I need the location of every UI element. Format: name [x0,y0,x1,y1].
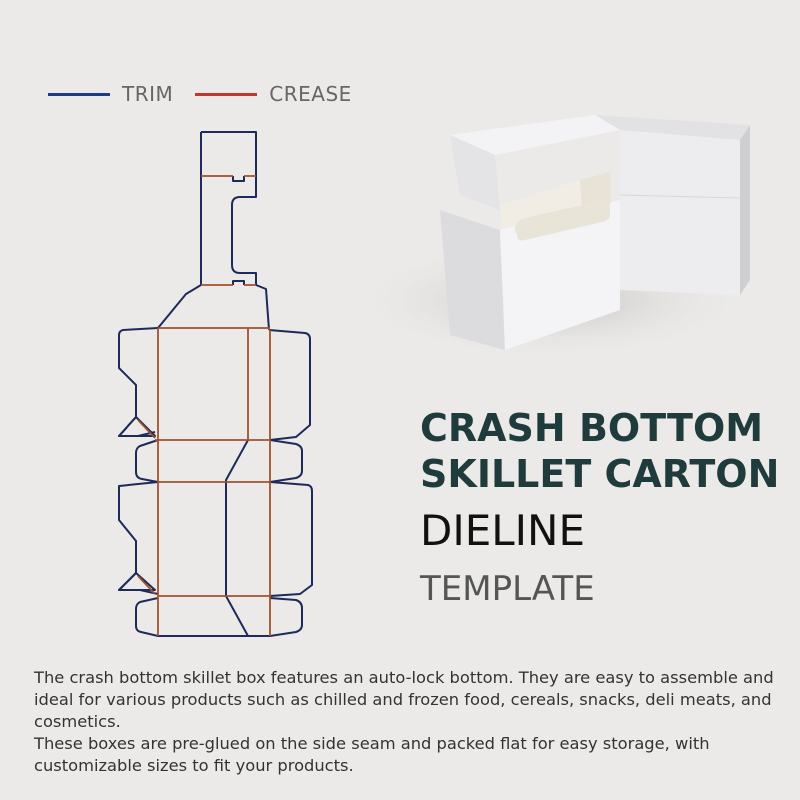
crease-top-row [158,327,270,330]
description: The crash bottom skillet box features an… [34,667,784,777]
crease-lines [137,175,271,636]
title-line-1: CRASH BOTTOM [420,406,764,450]
legend-item-crease: CREASE [195,82,352,106]
legend-item-trim: TRIM [48,82,173,106]
left-glue-triangle-upper [118,416,156,437]
middle-right-trim [269,439,313,597]
shoulder-right-trim [255,284,270,331]
legend: TRIM CREASE [48,82,374,106]
crash-lock-diagonal-trim [225,439,249,637]
trim-line-swatch [48,92,110,96]
right-flap-upper-trim [268,329,311,441]
open-box [440,115,620,350]
crease-line-swatch [195,92,258,96]
description-paragraph-2: These boxes are pre-glued on the side se… [34,734,710,775]
top-flap-notch [232,176,245,182]
legend-label-trim: TRIM [122,82,174,106]
top-flap-trim [200,131,257,285]
carton-photo [350,115,750,360]
title-block: CRASH BOTTOM SKILLET CARTON DIELINE TEMP… [420,405,779,611]
title-template: TEMPLATE [420,569,595,609]
description-paragraph-1: The crash bottom skillet box features an… [34,668,774,731]
legend-label-crease: CREASE [269,82,352,106]
crease-diag-lower [137,575,156,595]
closed-box [595,115,750,295]
bottom-trim [135,597,303,637]
dieline-drawing [118,131,313,637]
middle-left-trim [118,439,159,595]
trim-lines [118,131,313,637]
crease-diag-upper [137,419,156,439]
title-line-2: SKILLET CARTON [420,452,780,496]
shoulder-left-trim [157,284,202,329]
title-dieline: DIELINE [420,506,586,555]
left-glue-triangle-lower [118,572,156,591]
top-flap-notch-lower [232,280,245,285]
